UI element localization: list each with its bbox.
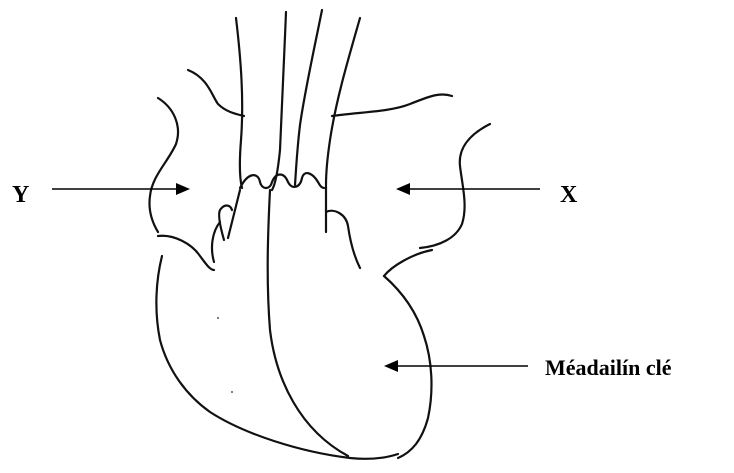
label-caption: Méadailín clé: [545, 355, 672, 380]
label-y: Y: [12, 182, 29, 208]
right-arch: [332, 94, 452, 116]
heart-left-wall: [156, 256, 398, 459]
label-y-group: Y: [12, 182, 190, 208]
vessel-right-strand-b: [326, 18, 360, 185]
vessel-middle-strand: [272, 12, 286, 190]
heart-outline: [149, 10, 490, 459]
right-atrium-lower: [384, 250, 432, 276]
left-vessel-down: [228, 190, 240, 238]
label-x-group: X: [396, 182, 578, 208]
right-atrium-outline: [420, 124, 490, 248]
speck: [231, 391, 233, 393]
speck: [217, 317, 219, 319]
septum-line: [268, 190, 348, 456]
arrow-caption-head: [384, 360, 398, 372]
arrow-x-head: [396, 183, 410, 195]
arrow-y-head: [176, 183, 190, 195]
left-atrium-outline: [149, 98, 178, 232]
label-caption-group: Méadailín clé: [384, 355, 672, 380]
right-inner-flap: [326, 211, 360, 268]
vessel-left-strand: [236, 18, 242, 188]
left-arch: [188, 70, 244, 116]
left-auricle-tip: [212, 222, 220, 262]
label-x: X: [560, 182, 578, 208]
left-inner-flap: [219, 206, 232, 241]
valve-cusps: [240, 173, 324, 188]
left-atrium-lower-lobe: [158, 236, 214, 270]
vessel-right-strand-a: [295, 10, 322, 185]
